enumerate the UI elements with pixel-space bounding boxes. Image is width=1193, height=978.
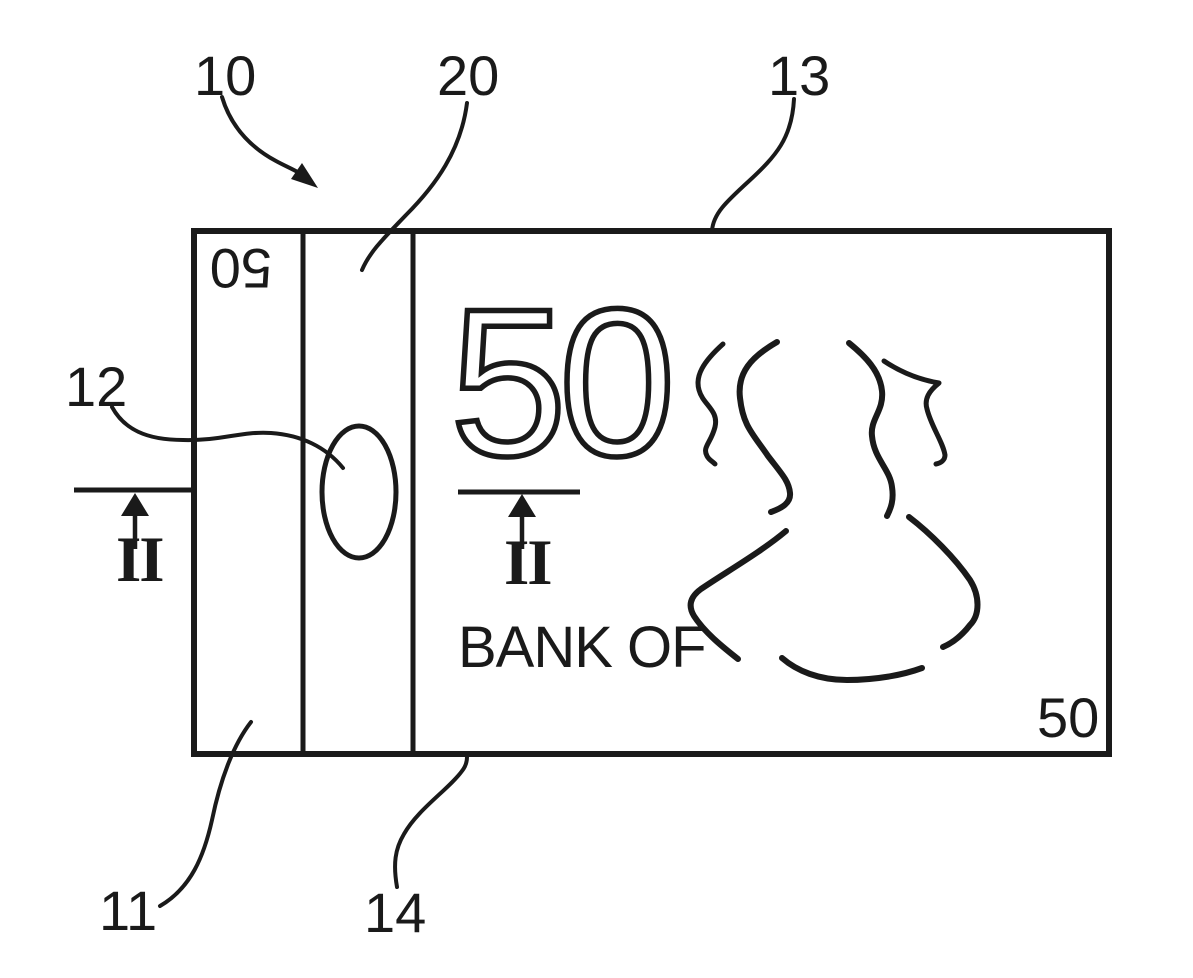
note-value-top-left-inverted: 50 [210,237,272,300]
leader-line-11 [158,720,253,908]
leader-line-12 [110,405,345,470]
leader-line-20 [360,101,469,272]
ref-label-10: 10 [194,44,256,107]
portrait-stroke-shoulder-left [687,528,789,662]
arrowhead-10-icon [291,163,318,188]
note-value-large-outline: 50 [450,265,668,500]
portrait-stroke-head-left [736,339,794,515]
section-label-middle: II [504,527,551,599]
section-label-left: II [116,524,163,596]
portrait-sketch [687,339,981,683]
note-value-bottom-right: 50 [1037,686,1099,749]
ref-label-20: 20 [437,44,499,107]
ref-label-12: 12 [65,355,127,418]
ref-label-14: 14 [364,881,426,944]
leader-line-10 [220,95,303,176]
portrait-stroke-shoulder-right [906,514,981,650]
section-mark-left [74,487,194,549]
portrait-stroke-head-right [846,340,896,519]
watermark-window-ellipse [319,423,399,561]
portrait-stroke-base [779,655,925,683]
portrait-stroke-right-squiggle [881,358,948,467]
ref-label-11: 11 [99,879,157,942]
portrait-stroke-left-squiggle [695,341,726,467]
leader-line-14 [393,755,469,889]
note-issuer-text: BANK OF [458,615,706,680]
section-mark-middle [458,489,580,549]
section-arrowhead-middle-icon [508,494,536,517]
ref-label-13: 13 [768,44,830,107]
section-arrowhead-left-icon [121,493,149,516]
leader-line-13 [710,97,796,233]
